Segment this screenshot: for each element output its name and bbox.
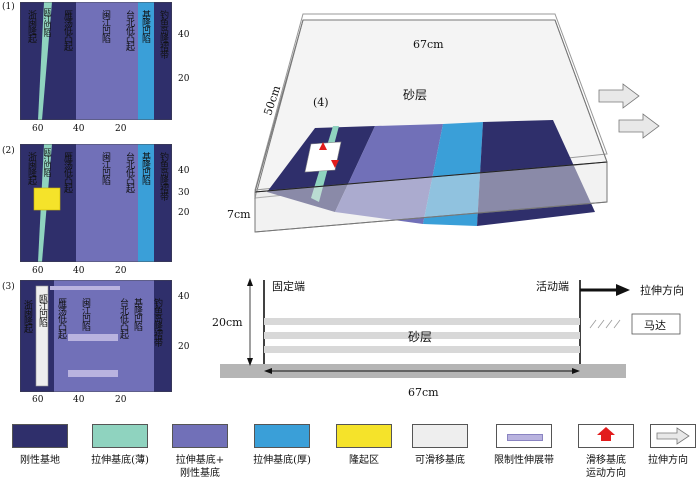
legend-swatch-rigid-base <box>12 424 68 448</box>
x-tick: 40 <box>73 124 85 134</box>
zone-diaoyudao-fold-belt: 钓鱼岛隆褶带 <box>158 152 168 200</box>
legend-swatch-uplift <box>336 424 392 448</box>
zone-taibei-low-uplift: 台北低凸起 <box>124 152 134 192</box>
zone-taibei-low-uplift: 台北低凸起 <box>124 10 134 50</box>
x-tick: 60 <box>32 395 44 405</box>
zone-yandang-low-uplift: 雁荡低凸起 <box>62 10 72 50</box>
panel-3-map: 浙闽隆起 瓯江凹陷 雁荡低凸起 闽江凹陷 台北低凸起 基隆凹陷 钓鱼岛隆褶带 <box>19 279 173 393</box>
legend-label: 可滑移基底 <box>415 455 465 466</box>
x-tick: 20 <box>115 266 127 276</box>
pull-direction-label: 拉伸方向 <box>640 284 684 297</box>
x-tick: 40 <box>73 395 85 405</box>
x-tick: 20 <box>115 124 127 134</box>
fixed-end-label: 固定端 <box>272 280 305 293</box>
legend-swatch-sliding-base <box>412 424 468 448</box>
zone-taibei-low-uplift: 台北低凸起 <box>118 298 128 338</box>
zone-diaoyudao-fold-belt: 钓鱼岛隆褶带 <box>152 298 162 346</box>
legend-label: 拉伸方向 <box>648 455 688 466</box>
panel-3-zones <box>19 279 173 393</box>
x-tick: 60 <box>32 266 44 276</box>
legend-swatch-sliding-direction <box>578 424 634 448</box>
y-tick: 40 <box>178 30 190 40</box>
zone-diaoyudao-fold-belt: 钓鱼岛隆褶带 <box>158 10 168 58</box>
pull-arrow-icon <box>656 427 690 445</box>
panel-4-label: (4) <box>313 96 329 109</box>
y-tick: 40 <box>178 166 190 176</box>
legend-label: 限制性伸展带 <box>494 455 554 466</box>
zone-yandang-low-uplift: 雁荡低凸起 <box>56 298 66 338</box>
cross-section-drawing <box>220 278 681 378</box>
zone-zhemin-uplift: 浙闽隆起 <box>26 10 36 42</box>
y-tick: 40 <box>178 292 190 302</box>
cross-sand-label: 砂层 <box>408 330 433 344</box>
cross-height-label: 20cm <box>212 316 243 329</box>
x-tick: 20 <box>115 395 127 405</box>
y-tick: 20 <box>178 74 190 84</box>
legend-label: 拉伸基底(厚) <box>253 455 311 466</box>
sandbox-3d-drawing <box>254 13 660 233</box>
panel-1-label: (1) <box>2 2 15 12</box>
legend-swatch-restricted-belt <box>496 424 552 448</box>
sandbox-3d: 67cm 50cm 7cm 砂层 (4) <box>215 2 695 252</box>
panel-3-label: (3) <box>2 282 15 292</box>
box-width-label: 67cm <box>413 38 444 51</box>
legend-swatch-pull-direction <box>650 424 696 448</box>
zone-minjiang-sag: 闽江凹陷 <box>80 298 90 330</box>
zone-oujiang-sag: 瓯江凹陷 <box>37 294 47 326</box>
legend-label: 刚性基地 <box>20 455 60 466</box>
panel-1-zones <box>19 1 173 121</box>
mobile-end-label: 活动端 <box>536 280 569 293</box>
legend-swatch-stretch-rigid <box>172 424 228 448</box>
x-tick: 60 <box>32 124 44 134</box>
panel-1-map: 浙闽隆起 瓯江凹陷 雁荡低凸起 闽江凹陷 台北低凸起 基隆凹陷 钓鱼岛隆褶带 <box>19 1 173 121</box>
red-arrow-icon <box>597 427 615 441</box>
panel-2-label: (2) <box>2 146 15 156</box>
zone-keelung-sag: 基隆凹陷 <box>140 10 150 42</box>
zone-minjiang-sag: 闽江凹陷 <box>100 10 110 42</box>
zone-keelung-sag: 基隆凹陷 <box>132 298 142 330</box>
legend-swatch-thin-stretch <box>92 424 148 448</box>
legend-label: 拉伸基底+ 刚性基底 <box>175 455 225 479</box>
legend-label: 滑移基底 运动方向 <box>586 455 626 479</box>
zone-yandang-low-uplift: 雁荡低凸起 <box>62 152 72 192</box>
legend-label: 拉伸基底(薄) <box>91 455 149 466</box>
legend-swatch-thick-stretch <box>254 424 310 448</box>
zone-zhemin-uplift: 浙闽隆起 <box>22 300 32 332</box>
y-tick: 20 <box>178 208 190 218</box>
zone-oujiang-sag: 瓯江凹陷 <box>43 8 52 36</box>
y-tick: 30 <box>178 188 190 198</box>
cross-length-label: 67cm <box>408 386 439 399</box>
y-tick: 20 <box>178 342 190 352</box>
box-height-label: 7cm <box>227 208 251 221</box>
zone-oujiang-sag: 瓯江凹陷 <box>43 148 52 176</box>
cross-section: 固定端 活动端 拉伸方向 马达 砂层 20cm 67cm <box>212 270 700 410</box>
motor-label: 马达 <box>644 319 666 332</box>
zone-minjiang-sag: 闽江凹陷 <box>100 152 110 184</box>
zone-keelung-sag: 基隆凹陷 <box>140 152 150 184</box>
zone-zhemin-uplift: 浙闽隆起 <box>26 152 36 184</box>
legend-label: 隆起区 <box>349 455 379 466</box>
panel-2-map: 浙闽隆起 瓯江凹陷 雁荡低凸起 闽江凹陷 台北低凸起 基隆凹陷 钓鱼岛隆褶带 <box>19 143 173 263</box>
box-sand-label: 砂层 <box>403 88 428 102</box>
x-tick: 40 <box>73 266 85 276</box>
